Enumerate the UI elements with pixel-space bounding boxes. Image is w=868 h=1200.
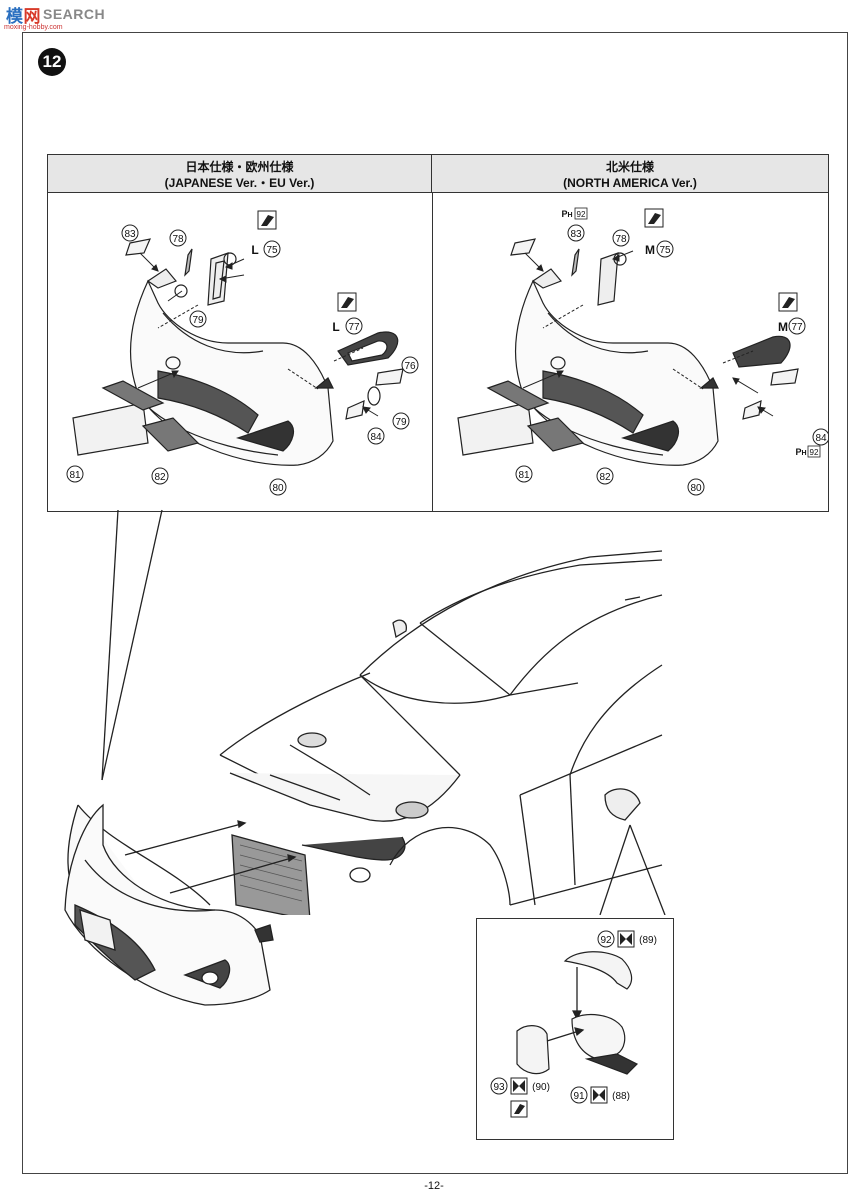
part-number: 80 bbox=[690, 483, 702, 494]
part-number: 76 bbox=[404, 361, 416, 372]
part-number: 77 bbox=[348, 322, 360, 333]
bumper-diagram-north-america: PH 92 83 78 75 77 76 84 81 82 80 M M PH … bbox=[457, 207, 828, 496]
part-number: 93 bbox=[493, 1082, 505, 1093]
panel-title-en: (NORTH AMERICA Ver.) bbox=[563, 176, 697, 190]
part-number: 92 bbox=[600, 935, 612, 946]
part-number: 83 bbox=[124, 229, 136, 240]
panel-header-japan-eu: 日本仕様・欧州仕様 (JAPANESE Ver.・EU Ver.) bbox=[48, 155, 432, 193]
part-number: 79 bbox=[395, 417, 407, 428]
page-frame bbox=[22, 32, 848, 1174]
paint-icon bbox=[644, 208, 664, 228]
paint-icon bbox=[337, 292, 357, 312]
chrome-icon bbox=[510, 1077, 528, 1095]
part-number: 78 bbox=[172, 234, 184, 245]
panel-title-en: (JAPANESE Ver.・EU Ver.) bbox=[164, 176, 315, 190]
side-label: L bbox=[332, 320, 339, 334]
paint-code: 92 bbox=[810, 448, 819, 457]
part-number-alt: (89) bbox=[639, 935, 657, 946]
part-number: 75 bbox=[659, 245, 671, 256]
panel-title-jp: 日本仕様・欧州仕様 bbox=[185, 160, 294, 174]
panel-title-jp: 北米仕様 bbox=[605, 160, 654, 174]
part-number: 79 bbox=[192, 315, 204, 326]
paint-icon bbox=[510, 1100, 528, 1118]
paint-code-label: PH bbox=[795, 447, 806, 457]
step-number-badge: 12 bbox=[38, 48, 66, 76]
panel-divider bbox=[432, 193, 433, 511]
chrome-icon bbox=[590, 1086, 608, 1104]
paint-code: 92 bbox=[577, 210, 586, 219]
logo-char-2: 网 bbox=[23, 6, 41, 27]
part-number: 82 bbox=[599, 472, 611, 483]
part-number-alt: (88) bbox=[612, 1091, 630, 1102]
site-logo: 模 网 SEARCH bbox=[6, 4, 106, 27]
part-number: 81 bbox=[69, 470, 81, 481]
side-label: M bbox=[645, 243, 655, 257]
front-bumper-illustration bbox=[64, 803, 274, 1006]
part-number: 81 bbox=[518, 470, 530, 481]
part-number-alt: (90) bbox=[532, 1082, 550, 1093]
logo-subtitle: moxing-hobby.com bbox=[4, 24, 63, 31]
paint-icon bbox=[778, 292, 798, 312]
side-label: L bbox=[251, 243, 258, 257]
part-number: 77 bbox=[791, 322, 803, 333]
version-panel: 日本仕様・欧州仕様 (JAPANESE Ver.・EU Ver.) 北米仕様 (… bbox=[47, 154, 829, 512]
side-label: M bbox=[778, 320, 788, 334]
part-number: 82 bbox=[154, 472, 166, 483]
part-number: 83 bbox=[570, 229, 582, 240]
page-number: -12- bbox=[424, 1180, 444, 1192]
chrome-icon bbox=[617, 930, 635, 948]
logo-text: SEARCH bbox=[43, 6, 106, 22]
part-number: 84 bbox=[815, 433, 827, 444]
part-number: 84 bbox=[370, 432, 382, 443]
part-number: 80 bbox=[272, 483, 284, 494]
bumper-diagram-japan-eu: 83 78 75 79 77 76 79 84 81 82 80 L L bbox=[66, 210, 419, 496]
part-number: 91 bbox=[573, 1091, 585, 1102]
logo-char-1: 模 bbox=[6, 6, 24, 27]
panel-header-north-america: 北米仕様 (NORTH AMERICA Ver.) bbox=[432, 155, 828, 193]
part-number: 75 bbox=[266, 245, 278, 256]
paint-icon bbox=[257, 210, 277, 230]
paint-code-label: PH bbox=[561, 209, 572, 219]
part-number: 78 bbox=[615, 234, 627, 245]
mirror-detail-inset: 92 (89) 93 (90) 91 (88) bbox=[476, 918, 674, 1140]
mirror-detail-diagram: 92 (89) 93 (90) 91 (88) bbox=[490, 930, 657, 1118]
